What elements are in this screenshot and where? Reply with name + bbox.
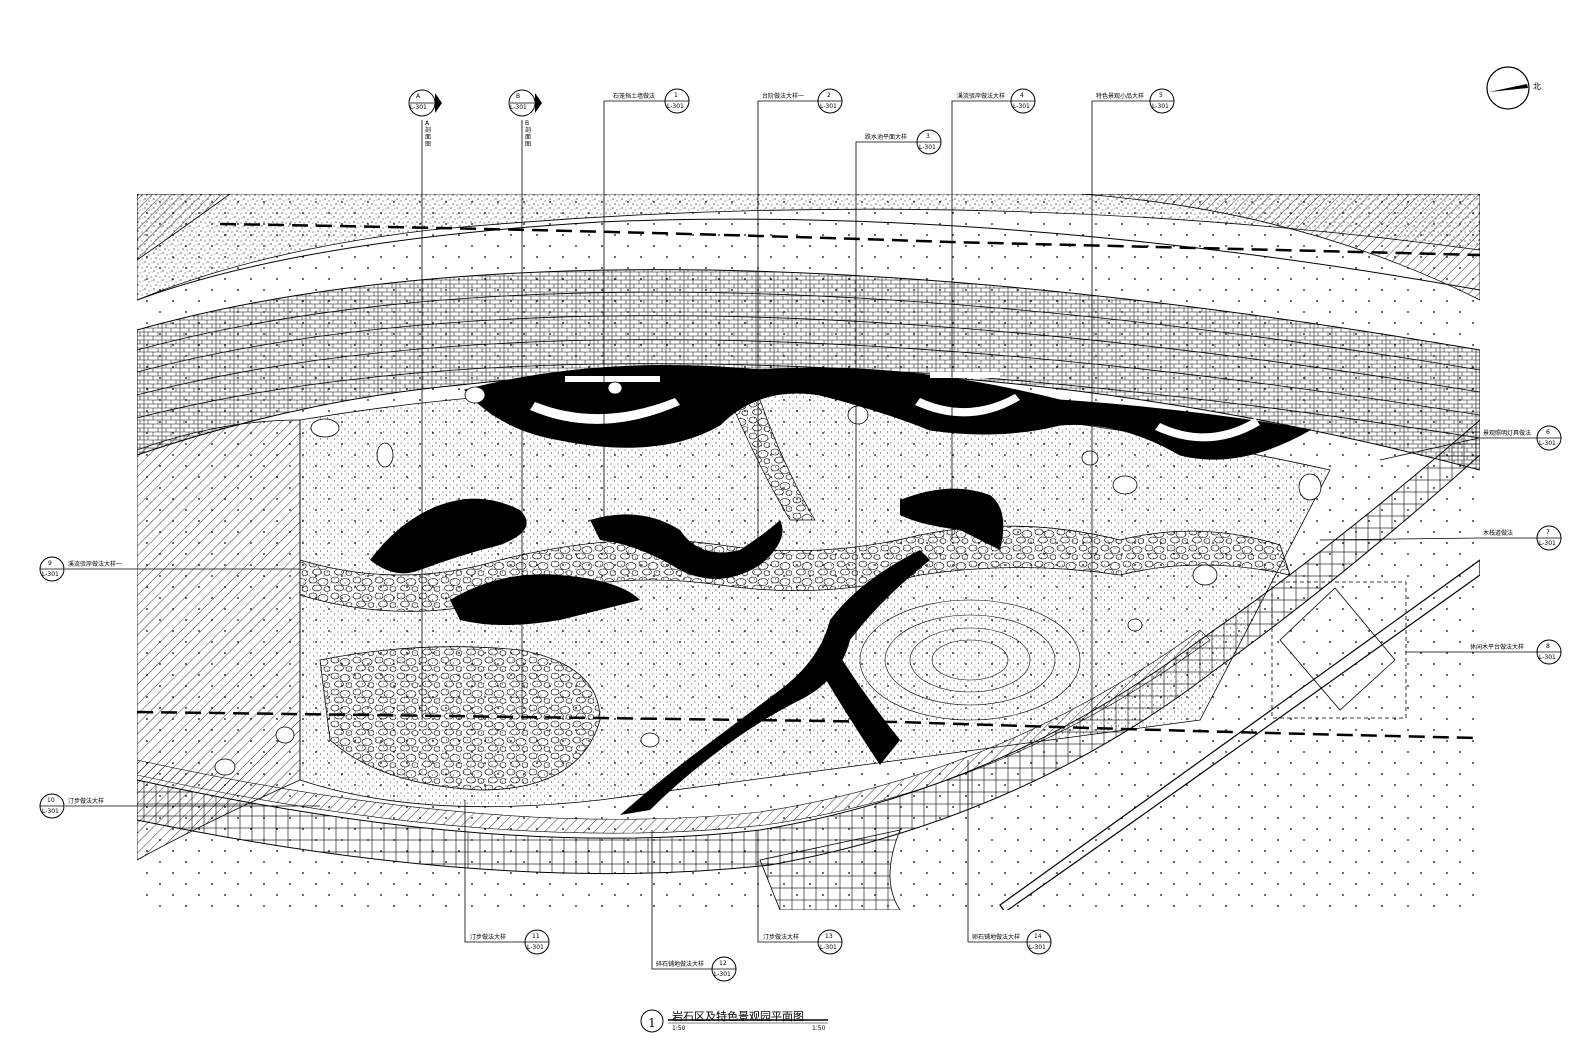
callout-right-3-num: 8 <box>1546 643 1550 650</box>
callout-top-5-sheet: L-301 <box>1152 103 1169 110</box>
callout-top-5-num: 5 <box>1159 92 1163 99</box>
callout-top-4-text: 溪流驳岸做法大样 <box>957 93 1006 100</box>
callout-bottom-2-sheet: L-301 <box>714 971 731 978</box>
section-marker-a-label: A剖面图 <box>425 120 432 148</box>
callout-top-1-sheet: L-301 <box>667 103 684 110</box>
section-marker-b-num: B <box>516 93 521 100</box>
callout-left-1-num: 9 <box>48 560 52 567</box>
callout-right-1-text: 景观照明灯具做法 <box>1483 430 1532 437</box>
pavilion-frame <box>1271 581 1407 719</box>
callout-right-1-num: 6 <box>1546 429 1550 436</box>
paved-plaza-bottom <box>759 829 901 910</box>
bubble-dividers <box>40 100 1561 970</box>
section-marker-a-num: A <box>416 93 421 100</box>
callout-bottom-4-text: 卵石铺地做法大样 <box>972 934 1021 941</box>
drawing-subtitle: 1:50 <box>672 1025 686 1032</box>
callout-bottom-1-sheet: L-301 <box>527 944 544 951</box>
upper-pond <box>464 365 1312 460</box>
callout-left-2-num: 10 <box>47 797 55 804</box>
callout-left-2-sheet: L-301 <box>42 808 59 815</box>
callout-bottom-3-sheet: L-301 <box>820 944 837 951</box>
callout-left-2-text: 汀步做法大样 <box>68 798 105 805</box>
north-label: 北 <box>1533 82 1541 91</box>
callout-right-2-num: 7 <box>1546 529 1550 536</box>
drawing-title: 岩石区及特色景观园平面图 <box>672 1010 804 1023</box>
callout-bottom-3-num: 13 <box>825 933 833 940</box>
callout-top-3-num: 3 <box>926 133 930 140</box>
creek-upper <box>370 498 527 574</box>
section-marker-b-label: B剖面图 <box>525 120 532 148</box>
callout-right-2-text: 木栈道做法 <box>1483 530 1514 537</box>
callout-top-4-sheet: L-301 <box>1013 103 1030 110</box>
callout-top-3-sheet: L-301 <box>919 144 936 151</box>
section-marker-a-sheet: L-301 <box>410 104 427 111</box>
callout-left-1-text: 溪流驳岸做法大样一 <box>68 561 123 568</box>
creek-channel <box>620 550 930 815</box>
north-arrow-icon <box>1486 66 1530 110</box>
callout-top-1-text: 石笼挡土墙做法 <box>613 93 656 100</box>
callout-top-2-text: 台阶做法大样一 <box>762 93 805 100</box>
callout-top-2-sheet: L-301 <box>820 103 837 110</box>
callout-bottom-4-sheet: L-301 <box>1029 944 1046 951</box>
callout-right-3-sheet: L-301 <box>1539 654 1556 661</box>
drawing-scale: 1:50 <box>812 1025 826 1032</box>
callout-bottom-1-num: 11 <box>532 933 540 940</box>
paving-band-bottom <box>137 419 1480 875</box>
site-area <box>137 194 1480 910</box>
pebble-beach <box>319 646 601 791</box>
callout-right-2-sheet: L-301 <box>1539 540 1556 547</box>
pebble-path-vertical <box>729 399 816 521</box>
boundary-line-top <box>219 222 1480 257</box>
hatched-slope-top-right <box>1079 194 1480 301</box>
section-marker-b <box>508 89 542 117</box>
callout-left-1-sheet: L-301 <box>42 571 59 578</box>
hatched-slope-top-left <box>137 194 231 261</box>
crescent-deck-3 <box>1155 418 1260 442</box>
mound-contours <box>859 599 1081 721</box>
callout-right-3-text: 休闲木平台做法大样 <box>1470 644 1525 651</box>
gravel-band <box>137 194 1480 301</box>
callout-top-3-text: 跌水池平面大样 <box>865 134 908 141</box>
callout-bottom-2-text: 碎石铺地做法大样 <box>656 961 705 968</box>
diagonal-path <box>999 559 1480 910</box>
boulders <box>214 381 1322 776</box>
callout-top-4-num: 4 <box>1020 92 1024 99</box>
callout-right-1-sheet: L-301 <box>1539 440 1556 447</box>
drawing-title-number: 1 <box>648 1016 656 1030</box>
crescent-deck-2 <box>915 394 1020 417</box>
callout-bottom-4-num: 14 <box>1034 933 1042 940</box>
section-marker-b-sheet: L-301 <box>510 104 527 111</box>
title-block-lines <box>640 1009 828 1033</box>
hatched-edge-bottom <box>137 629 1211 834</box>
boundary-line-bottom <box>137 710 1480 740</box>
callout-top-1-num: 1 <box>674 92 678 99</box>
callout-bottom-3-text: 汀步做法大样 <box>763 934 800 941</box>
callout-top-5-text: 特色景观小品大样 <box>1096 93 1145 100</box>
crescent-deck-1 <box>530 398 680 424</box>
callout-bottom-2-num: 12 <box>719 960 727 967</box>
callout-bottom-1-text: 汀步做法大样 <box>470 934 507 941</box>
callout-top-2-num: 2 <box>827 92 831 99</box>
section-marker-a <box>408 89 442 117</box>
leader-lines <box>65 100 1538 970</box>
